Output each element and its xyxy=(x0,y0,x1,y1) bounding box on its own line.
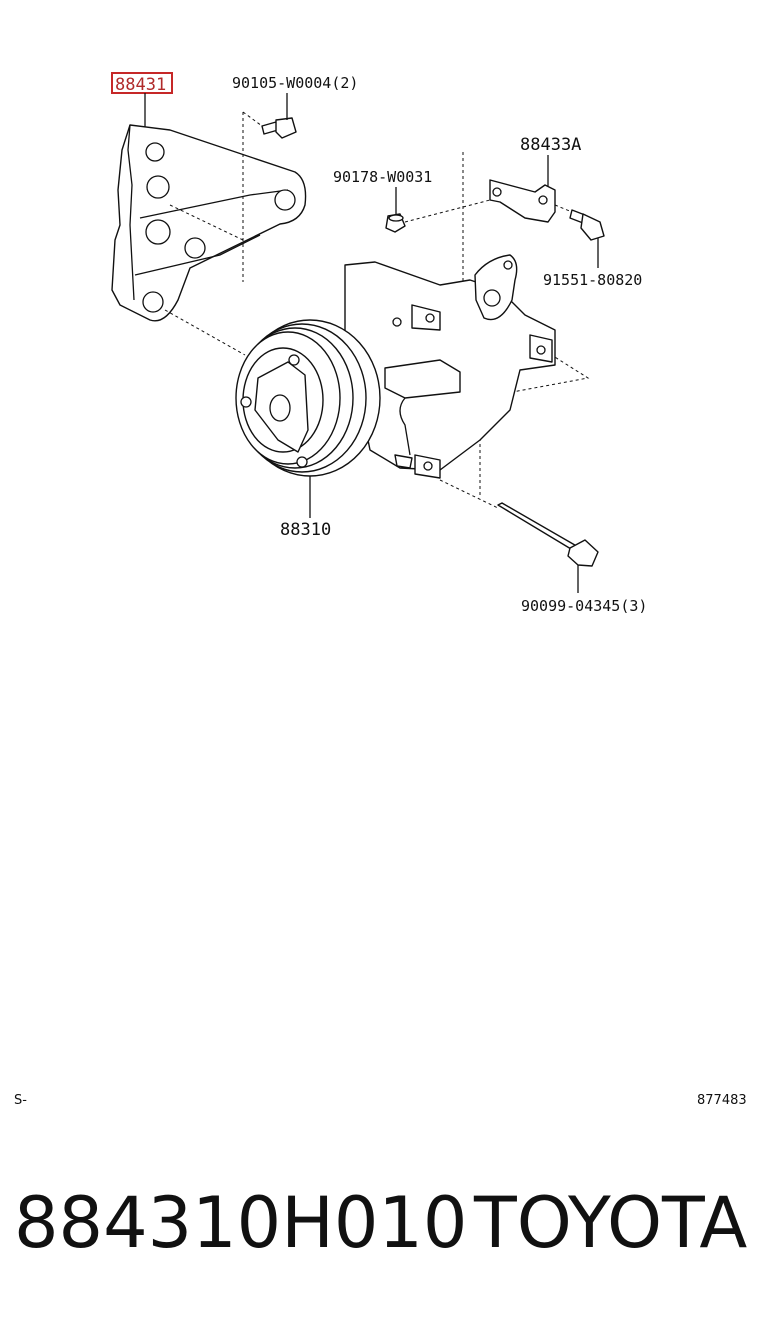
label-90099[interactable]: 90099-04345(3) xyxy=(521,597,647,615)
highlight-box xyxy=(111,72,173,94)
label-90178[interactable]: 90178-W0031 xyxy=(333,168,432,186)
bolt-91551[interactable] xyxy=(569,209,605,241)
bolt-90105[interactable] xyxy=(261,117,297,139)
bracket-88431[interactable] xyxy=(111,124,307,322)
footer-right-code: 877483 xyxy=(697,1093,747,1108)
bracket-88433a[interactable] xyxy=(489,179,556,223)
nut-90178[interactable] xyxy=(385,213,406,233)
guide-bolt-top xyxy=(242,111,263,127)
label-88431[interactable]: 88431 xyxy=(115,75,166,95)
brand-name: TOYOTA xyxy=(474,1182,748,1264)
guide-bracket-2 xyxy=(164,309,246,356)
guide-bolt-right xyxy=(554,204,573,213)
guide-nut xyxy=(404,199,491,223)
label-91551[interactable]: 91551-80820 xyxy=(543,271,642,289)
guide-long-bolt xyxy=(439,479,499,509)
bolt-90099[interactable] xyxy=(497,502,599,567)
label-90105[interactable]: 90105-W0004(2) xyxy=(232,74,358,92)
label-88433a[interactable]: 88433A xyxy=(520,135,581,155)
label-88310[interactable]: 88310 xyxy=(280,520,331,540)
parts-diagram: 88431 90105-W0004(2) 90178-W0031 88433A xyxy=(111,72,647,615)
footer-left-code: S- xyxy=(14,1093,27,1108)
guide-bracket-1 xyxy=(169,204,244,241)
part-number: 884310H010 xyxy=(14,1182,468,1264)
compressor-88310[interactable] xyxy=(235,254,556,479)
